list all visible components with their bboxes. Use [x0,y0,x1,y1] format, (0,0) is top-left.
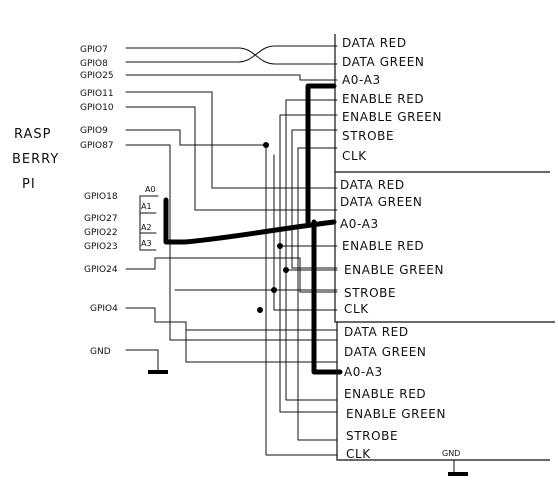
gpio-labels: GPIO7 GPIO8 GPIO25 GPIO11 GPIO10 GPIO9 G… [80,45,118,357]
raspberry-pi-label: RASP BERRY PI [12,127,59,192]
board-3-gnd-label: GND [442,449,460,458]
junctions [257,142,289,313]
pin-label-gpio23: GPIO23 [84,242,118,252]
wire-gpio24 [125,257,338,293]
pin-label-gpio9: GPIO9 [80,126,108,136]
rpi-label-line-3: PI [22,177,36,192]
address-labels: A0 A1 A2 A3 [139,185,159,251]
pin-label-gpio4: GPIO4 [90,304,118,314]
pin-label-gpio8: GPIO8 [80,59,108,69]
pin-label-gpio10: GPIO10 [80,103,114,113]
board-1-clk: CLK [342,149,367,163]
junction-dot [277,243,283,249]
board-1-enable-green: ENABLE GREEN [342,110,442,124]
bus-to-board-1 [305,83,337,225]
pin-label-gpio24: GPIO24 [84,265,118,275]
address-label-boxes [139,195,159,251]
board-1-strobe: STROBE [342,129,394,143]
address-label-a0: A0 [145,185,156,194]
bus-main [163,197,337,245]
junction-dot [271,287,277,293]
board-3-data-red: DATA RED [344,325,409,339]
board-3-enable-green: ENABLE GREEN [346,407,446,421]
pin-label-gpio87: GPIO87 [80,141,114,151]
pin-label-gpio22: GPIO22 [84,228,118,238]
junction-dot [283,267,289,273]
ground-symbol-pi [148,370,168,374]
wire-gpio7 [125,47,338,65]
address-label-a1: A1 [141,202,152,211]
board-3-enable-red: ENABLE RED [344,387,426,401]
rpi-label-line-2: BERRY [12,152,59,167]
wire-gpio4 [125,307,338,331]
rpi-label-line-1: RASP [14,127,52,142]
pin-label-gpio27: GPIO27 [84,214,118,224]
address-label-a2: A2 [141,223,152,232]
wire-trunk-enable-green [285,99,338,401]
board-2-strobe: STROBE [344,286,396,300]
board-3-a0-a3: A0-A3 [344,365,383,379]
board-1-enable-red: ENABLE RED [342,92,424,106]
pin-label-gpio25: GPIO25 [80,71,114,81]
wire-gpio8 [125,45,338,63]
wire-gnd [125,349,159,371]
board-3-clk: CLK [346,447,371,461]
ground-symbol-board-3 [448,472,468,476]
board-3-strobe: STROBE [346,429,398,443]
bus-to-board-3 [311,219,343,375]
board-2-data-green: DATA GREEN [340,195,423,209]
pin-label-gpio11: GPIO11 [80,89,114,99]
ground-symbols: GND [148,370,468,476]
wire-gpio4-data-green [185,329,338,363]
address-label-a3: A3 [141,239,152,248]
junction-dot [263,142,269,148]
board-2-a0-a3: A0-A3 [340,217,379,231]
wire-gpio9 [125,129,338,456]
junction-dot [257,307,263,313]
wire-gpio25 [125,74,338,81]
board-1-a0-a3: A0-A3 [342,73,381,87]
board-3-outline [336,322,550,461]
board-1-data-red: DATA RED [342,36,407,50]
board-2-enable-red: ENABLE RED [342,239,424,253]
pin-label-gpio7: GPIO7 [80,45,108,55]
pin-label-gpio18: GPIO18 [84,192,118,202]
board-2-outline [334,172,555,323]
thin-wires [125,45,338,456]
wire-gpio10 [125,106,338,211]
pin-label-gnd: GND [90,347,111,357]
wire-gpio11 [125,91,338,189]
wire-trunk-enable-red [279,114,338,413]
board-2: DATA RED DATA GREEN A0-A3 ENABLE RED ENA… [334,172,555,323]
board-1-data-green: DATA GREEN [342,55,425,69]
board-2-data-red: DATA RED [340,178,405,192]
board-3-data-green: DATA GREEN [344,345,427,359]
address-bus [163,83,343,375]
board-3: DATA RED DATA GREEN A0-A3 ENABLE RED ENA… [336,322,550,461]
board-1: DATA RED DATA GREEN A0-A3 ENABLE RED ENA… [334,34,550,173]
wire-trunk-clk [297,147,338,441]
board-2-clk: CLK [344,302,369,316]
wire-gpio87 [125,144,338,341]
board-2-enable-green: ENABLE GREEN [344,263,444,277]
